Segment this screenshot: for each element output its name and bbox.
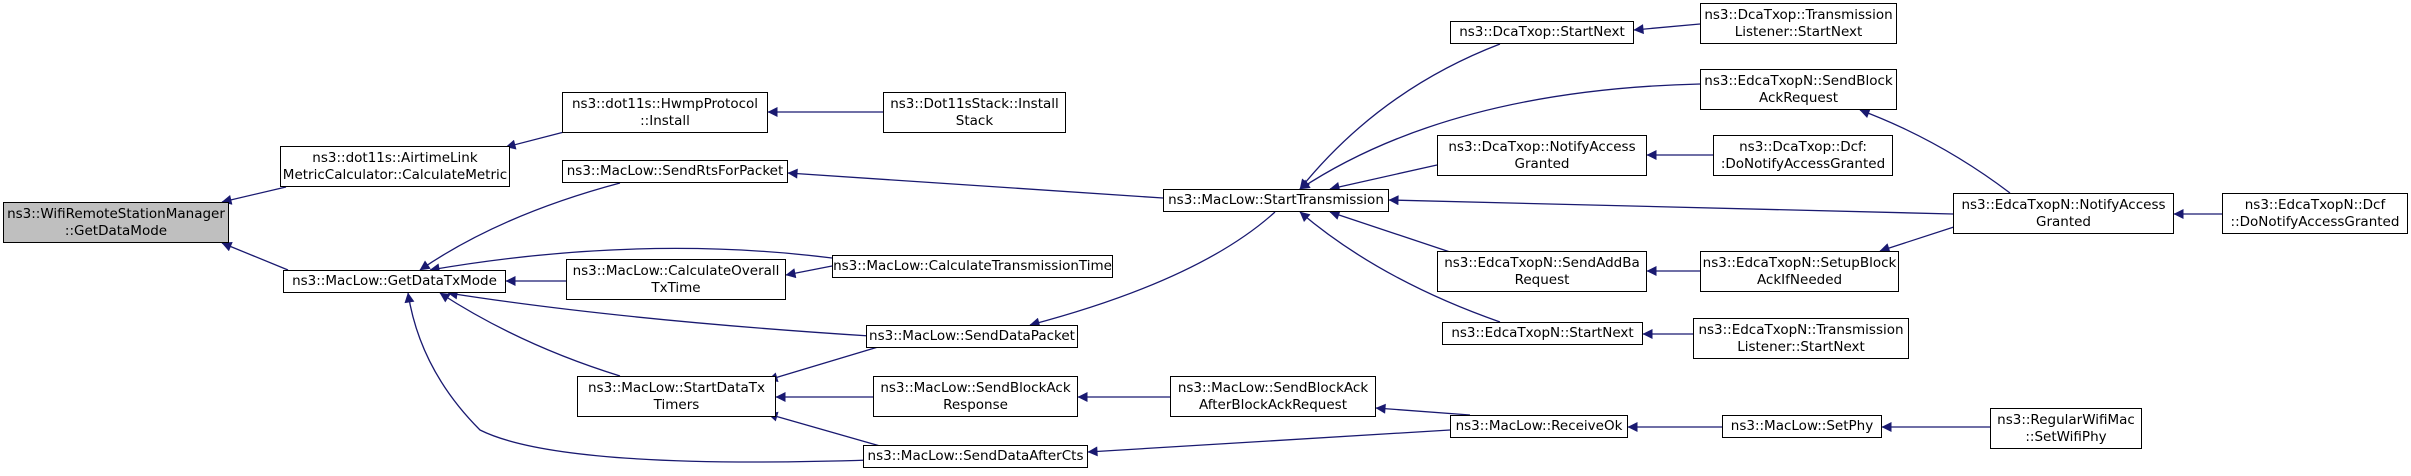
node-dcatxop-dcf-donotifyaccessgranted[interactable]: ns3::DcaTxop::Dcf: :DoNotifyAccessGrante…: [1713, 135, 1893, 176]
node-sendrtsforpacket[interactable]: ns3::MacLow::SendRtsForPacket: [562, 160, 788, 183]
node-hwmp-install[interactable]: ns3::dot11s::HwmpProtocol ::Install: [562, 92, 768, 133]
edge-dcanotify-to-starttrans: [1329, 164, 1438, 192]
edge-getdatatx-to-root: [221, 241, 289, 271]
node-getdatatxmode[interactable]: ns3::MacLow::GetDataTxMode: [283, 270, 506, 293]
edge-dcatranslist-to-dcastartnext: [1633, 23, 1701, 35]
edge-edcasendadd-to-starttrans: [1329, 210, 1451, 253]
node-edcatxopn-sendaddbarequest[interactable]: ns3::EdcaTxopN::SendAddBa Request: [1437, 251, 1647, 292]
edge-senddatacts-to-startdatatx: [767, 411, 881, 447]
edge-senddatapkt-to-startdatatx: [767, 346, 879, 383]
node-edcatxopn-dcf-donotifyaccessgranted[interactable]: ns3::EdcaTxopN::Dcf ::DoNotifyAccessGran…: [2222, 193, 2408, 234]
edge-receiveok-to-sendblkafter: [1375, 403, 1471, 416]
edge-sendrts-to-getdatatx: [419, 182, 621, 271]
edge-calctrans-to-getdatatx: [429, 247, 833, 274]
edge-dcastartnext-to-starttrans: [1299, 43, 1501, 190]
node-receiveok[interactable]: ns3::MacLow::ReceiveOk: [1450, 415, 1628, 438]
edge-hwmp-to-airtime: [505, 130, 569, 150]
node-sendblockackafterrequest[interactable]: ns3::MacLow::SendBlockAck AfterBlockAckR…: [1170, 376, 1376, 417]
node-regularwifimac-setwifiphy[interactable]: ns3::RegularWifiMac ::SetWifiPhy: [1990, 408, 2142, 449]
edge-edcanotify-to-edcasendblk: [1859, 108, 2011, 194]
node-edcatxopn-transmissionlistener[interactable]: ns3::EdcaTxopN::Transmission Listener::S…: [1693, 318, 1909, 359]
node-sendblockackresponse[interactable]: ns3::MacLow::SendBlockAck Response: [873, 376, 1078, 417]
node-senddatapacket[interactable]: ns3::MacLow::SendDataPacket: [866, 325, 1078, 348]
edge-receiveok-to-senddatacts: [1087, 429, 1451, 457]
node-edcatxopn-notifyaccessgranted[interactable]: ns3::EdcaTxopN::NotifyAccess Granted: [1953, 193, 2174, 234]
edge-edcanotify-to-edcasetup: [1879, 224, 1961, 253]
node-airtime-calculatemetric[interactable]: ns3::dot11s::AirtimeLink MetricCalculato…: [280, 146, 510, 187]
node-startdatatxtimers[interactable]: ns3::MacLow::StartDataTx Timers: [577, 376, 776, 417]
node-edcatxopn-startnext[interactable]: ns3::EdcaTxopN::StartNext: [1442, 322, 1643, 345]
edge-airtime-to-root: [221, 186, 287, 205]
node-calculateoveralltxtime[interactable]: ns3::MacLow::CalculateOverall TxTime: [566, 259, 786, 300]
edge-edcasendblk-to-starttrans: [1299, 83, 1701, 190]
node-edcatxopn-setupblockackifneeded[interactable]: ns3::EdcaTxopN::SetupBlock AckIfNeeded: [1700, 251, 1899, 292]
node-setphy[interactable]: ns3::MacLow::SetPhy: [1722, 415, 1882, 438]
node-senddataaftercts[interactable]: ns3::MacLow::SendDataAfterCts: [863, 445, 1088, 468]
edge-edcastartnext-to-starttrans: [1299, 211, 1501, 323]
node-root-getdatamode: ns3::WifiRemoteStationManager ::GetDataM…: [3, 202, 229, 243]
node-starttransmission[interactable]: ns3::MacLow::StartTransmission: [1163, 189, 1389, 212]
node-dcatxop-notifyaccessgranted[interactable]: ns3::DcaTxop::NotifyAccess Granted: [1437, 135, 1647, 176]
edge-senddatapkt-to-getdatatx: [447, 289, 871, 337]
edge-calctrans-to-calcoverall: [785, 265, 833, 279]
node-dcatxop-transmissionlistener[interactable]: ns3::DcaTxop::Transmission Listener::Sta…: [1700, 3, 1897, 44]
node-edcatxopn-sendblockackrequest[interactable]: ns3::EdcaTxopN::SendBlock AckRequest: [1700, 69, 1897, 110]
edge-startdatatx-to-getdatatx: [439, 292, 621, 377]
edge-starttrans-to-senddatapkt: [1029, 211, 1276, 328]
node-dcatxop-startnext[interactable]: ns3::DcaTxop::StartNext: [1450, 21, 1634, 44]
node-dot11sstack-installstack[interactable]: ns3::Dot11sStack::Install Stack: [883, 92, 1066, 133]
node-calculatetransmissiontime[interactable]: ns3::MacLow::CalculateTransmissionTime: [832, 255, 1113, 278]
edge-senddatacts-to-getdatatx: [404, 292, 871, 463]
edge-starttrans-to-sendrts: [787, 168, 1164, 199]
edge-edcanotify-to-starttrans: [1388, 195, 1954, 215]
